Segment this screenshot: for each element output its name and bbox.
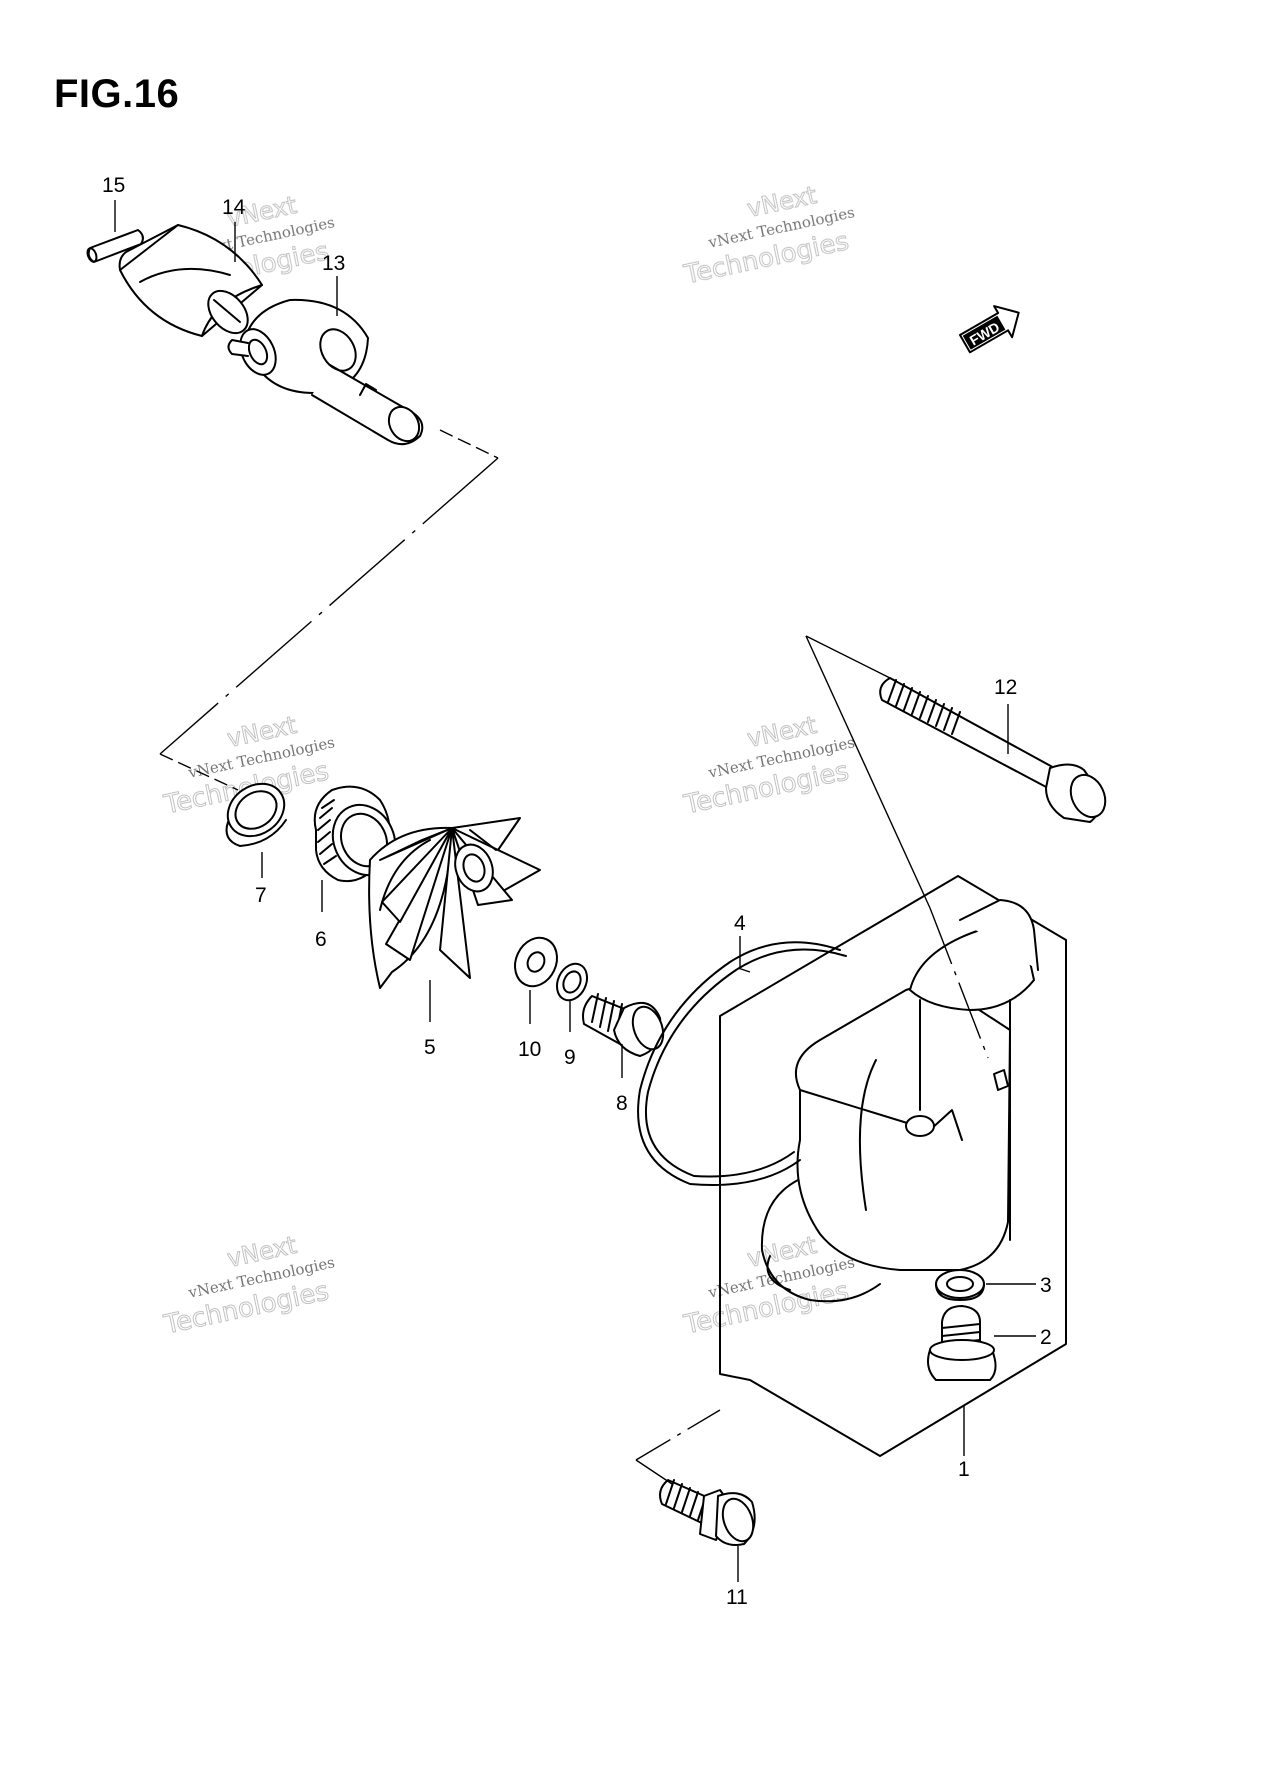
part-4-o-ring xyxy=(637,941,847,1186)
callout-11: 11 xyxy=(726,1586,748,1609)
assembly-lines xyxy=(159,429,989,1485)
callout-2: 2 xyxy=(1040,1326,1052,1349)
callout-4: 4 xyxy=(734,912,746,935)
part-12-long-bolt xyxy=(879,677,1107,823)
callout-14: 14 xyxy=(222,196,246,219)
leader-lines xyxy=(114,200,1036,1582)
part-9-washer xyxy=(555,962,589,1002)
callout-3: 3 xyxy=(1040,1274,1052,1297)
part-1-pump-housing xyxy=(719,875,1067,1457)
callout-9: 9 xyxy=(564,1046,576,1069)
part-3-gasket xyxy=(935,1269,985,1301)
part-7-seal-ring xyxy=(225,782,287,847)
callout-6: 6 xyxy=(315,928,327,951)
callout-12: 12 xyxy=(994,676,1017,699)
figure-title: FIG.16 xyxy=(54,72,180,116)
part-10-washer xyxy=(514,936,558,988)
part-2-drain-plug xyxy=(927,1305,997,1381)
callout-10: 10 xyxy=(518,1038,541,1061)
fwd-arrow-icon: FWD xyxy=(959,305,1020,354)
callout-1: 1 xyxy=(958,1458,970,1481)
callout-labels: 15 14 13 7 6 5 10 9 8 4 12 3 2 1 11 xyxy=(102,174,1052,1609)
part-11-flange-bolt xyxy=(659,1479,756,1546)
callout-15: 15 xyxy=(102,174,125,197)
callout-7: 7 xyxy=(255,884,267,907)
part-13-shaft xyxy=(227,298,424,446)
callout-5: 5 xyxy=(424,1036,436,1059)
callout-8: 8 xyxy=(616,1092,628,1115)
callout-13: 13 xyxy=(322,252,345,275)
part-5-impeller xyxy=(368,817,541,989)
part-14-coupling xyxy=(118,224,263,337)
part-8-bolt xyxy=(582,993,665,1057)
